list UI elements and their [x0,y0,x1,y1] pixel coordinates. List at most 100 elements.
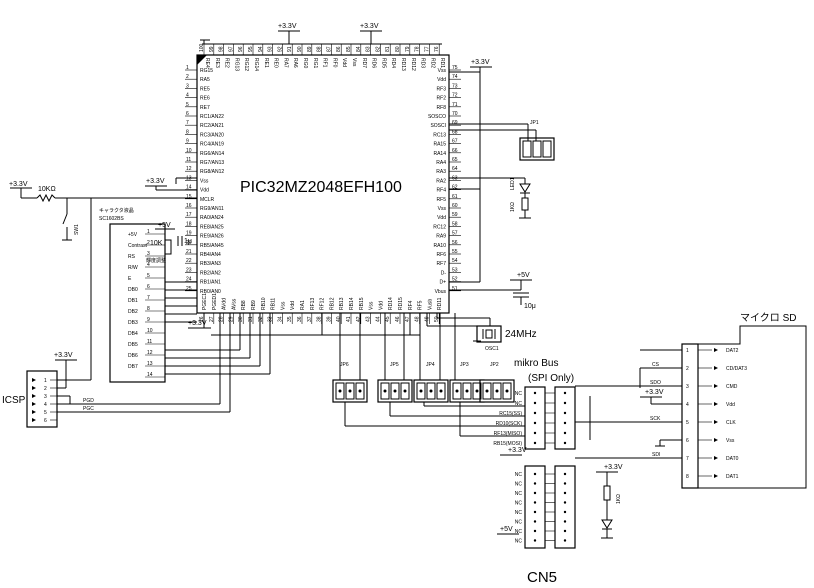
mcu-top-pin-label: RA7 [282,58,288,68]
cn5-label: CN5 [527,569,557,586]
mcu-left-pin-num: 18 [186,221,192,227]
mcu-bottom-pin-label: Vss [280,301,286,310]
mcu-bottom-pins: PGEC126PGED127AVdd28AVss29RB830RB931RB10… [199,293,443,324]
sd-pin-num: 6 [686,438,689,444]
mcu-left-pin-num: 21 [186,249,192,255]
mikro-left-labels: NCNCRC15(SS)RD10(SCK)RF13(MISO)RB15(MOSI… [493,391,522,447]
mcu-bottom-pin-num: 33 [268,316,274,322]
mcu-right-pin-num: 69 [452,120,458,126]
mcu-right-pin-num: 72 [452,93,458,99]
mcu-right-pin-label: RC12 [433,224,446,230]
lcd-pin-num: 4 [147,262,150,268]
icsp-pin-num: 5 [44,410,47,416]
lcd-pin-num: 12 [147,350,153,356]
mcu-right-pin-num: 58 [452,221,458,227]
lcd-pin-label: DB4 [128,331,138,337]
mcu-top-pin-label: RF1 [322,58,328,68]
mcu-top-pin-label: Vdd [341,58,347,67]
mcu-left-pin-label: RG7/AN13 [200,160,224,166]
mcu-top-pin-num: 85 [346,46,352,52]
mcu-top-pin-label: RA6 [292,58,298,68]
mcu-left-pin-num: 7 [186,120,189,126]
lcd-pin-num: 5 [147,273,150,279]
mcu-left-pin-num: 6 [186,111,189,117]
mcu-bottom-pin-label: RF4 [408,300,414,310]
mcu-top-pin-num: 92 [277,46,283,52]
sd-pin-label: CMD [726,384,738,390]
mcu-bottom-pin-label: RB11 [271,298,277,310]
lcd-5v: +5V [158,222,171,229]
mcu-top-v33-a: +3.3V [278,23,297,30]
lcd-pin-num: 3 [147,251,150,257]
mcu-left-pin-label: RE9/AN26 [200,234,224,240]
icsp-pin-num: 3 [44,394,47,400]
mcu-top-pin-label: RD3 [420,58,426,68]
mcu-top-pin-label: RG0 [302,58,308,69]
mcu-top-pin-num: 100 [199,43,205,52]
mikro-left-label: NC [515,391,523,397]
mcu-top-pin-label: RE0 [273,58,279,68]
mcu-bottom-pin-label: RD14 [388,297,394,310]
sd-pin-num: 1 [686,348,689,354]
mcu-top-pins: RE4100RE399RE298RG1397RG1296RG1495RE194R… [199,43,445,71]
mcu-left-pin-num: 11 [186,157,191,163]
mcu-bottom-pin-num: 37 [307,316,313,322]
mcu-right-pin-num: 52 [452,277,458,283]
mcu-top-pin-num: 88 [317,46,323,52]
mcu-top-pin-num: 78 [415,46,421,52]
lcd-pin-num: 1 [147,229,150,235]
mikro-left-label: NC [515,401,523,407]
mcu-bottom-pin-label: Vss [369,301,375,310]
led2-circuit: +3.3V 1KΩ [596,464,623,539]
jp1-jumper[interactable]: JP1 [449,120,555,161]
mcu-left-pin-label: RE8/AN25 [200,224,224,230]
mcu-top-pin-num: 79 [405,46,411,52]
mcu-right-pin-num: 75 [452,65,458,71]
mcu-left-pin-label: RA5 [200,77,210,83]
icsp-title: ICSP [2,395,26,406]
mcu-right-pin-num: 62 [452,185,458,191]
mcu-bottom-pin-label: RD15 [398,297,404,310]
mcu-left-pin-label: RB0/AN0 [200,289,221,295]
mcu-top-pin-num: 81 [385,46,391,52]
mikro-lower-label: NC [515,529,523,535]
jp2-jumper[interactable]: JP2 [479,362,515,403]
mcu-top-pin-label: RE3 [214,58,220,68]
jp1-label: JP1 [530,120,539,126]
mcu-bottom-v33: +3.3V [188,320,207,327]
crystal-freq: 24MHz [505,329,537,340]
mikro-lower-label: NC [515,539,523,545]
sd-pin-label: CD/DAT3 [726,366,747,372]
microsd-socket: マイクロ SD DAT21CD/DAT32CMD3Vdd4CLK5Vss6DAT… [575,312,807,489]
jp6-jumper[interactable]: JP6 [332,362,368,403]
mcu-left-pin-label: RB2/AN2 [200,270,221,276]
mikro-lower-label: NC [515,491,523,497]
sd-pin-num: 8 [686,474,689,480]
mcu-top-pin-label: RF0 [331,58,337,68]
mcu-bottom-pin-label: RD11 [437,297,443,310]
mcu-right-pin-num: 53 [452,267,458,273]
mcu-left-pin-num: 24 [186,277,192,283]
mikro-v33: +3.3V [508,447,527,454]
mcu-left-pin-num: 19 [186,231,192,237]
icsp-pin-num: 2 [44,386,47,392]
mcu-bottom-pin-label: RF5 [418,300,424,310]
mcu-right-pin-label: Vbus [435,289,447,295]
mcu-top-pin-num: 83 [366,46,372,52]
mcu-bottom-pin-num: 44 [375,316,381,322]
lcd-pin-label: R/W [128,265,138,271]
jp5-jumper[interactable]: JP5 [377,362,413,403]
mcu-left-pin-num: 23 [186,267,192,273]
mcu-right-pin-num: 74 [452,74,458,80]
mcu-left-pin-num: 15 [186,194,192,200]
mcu-right-pin-num: 54 [452,258,458,264]
mikro-lower-label: NC [515,501,523,507]
mcu-right-pin-label: RA3 [436,169,446,175]
jp4-jumper[interactable]: JP4 [413,362,449,403]
mcu-left-pin-num: 2 [186,74,189,80]
mcu-left-pin-label: RE7 [200,105,210,111]
mcu-right-pin-num: 55 [452,249,458,255]
mikro-lower-label: NC [515,482,523,488]
mcu-top-pin-label: RD12 [410,58,416,71]
mcu-bottom-pin-num: 35 [287,316,293,322]
